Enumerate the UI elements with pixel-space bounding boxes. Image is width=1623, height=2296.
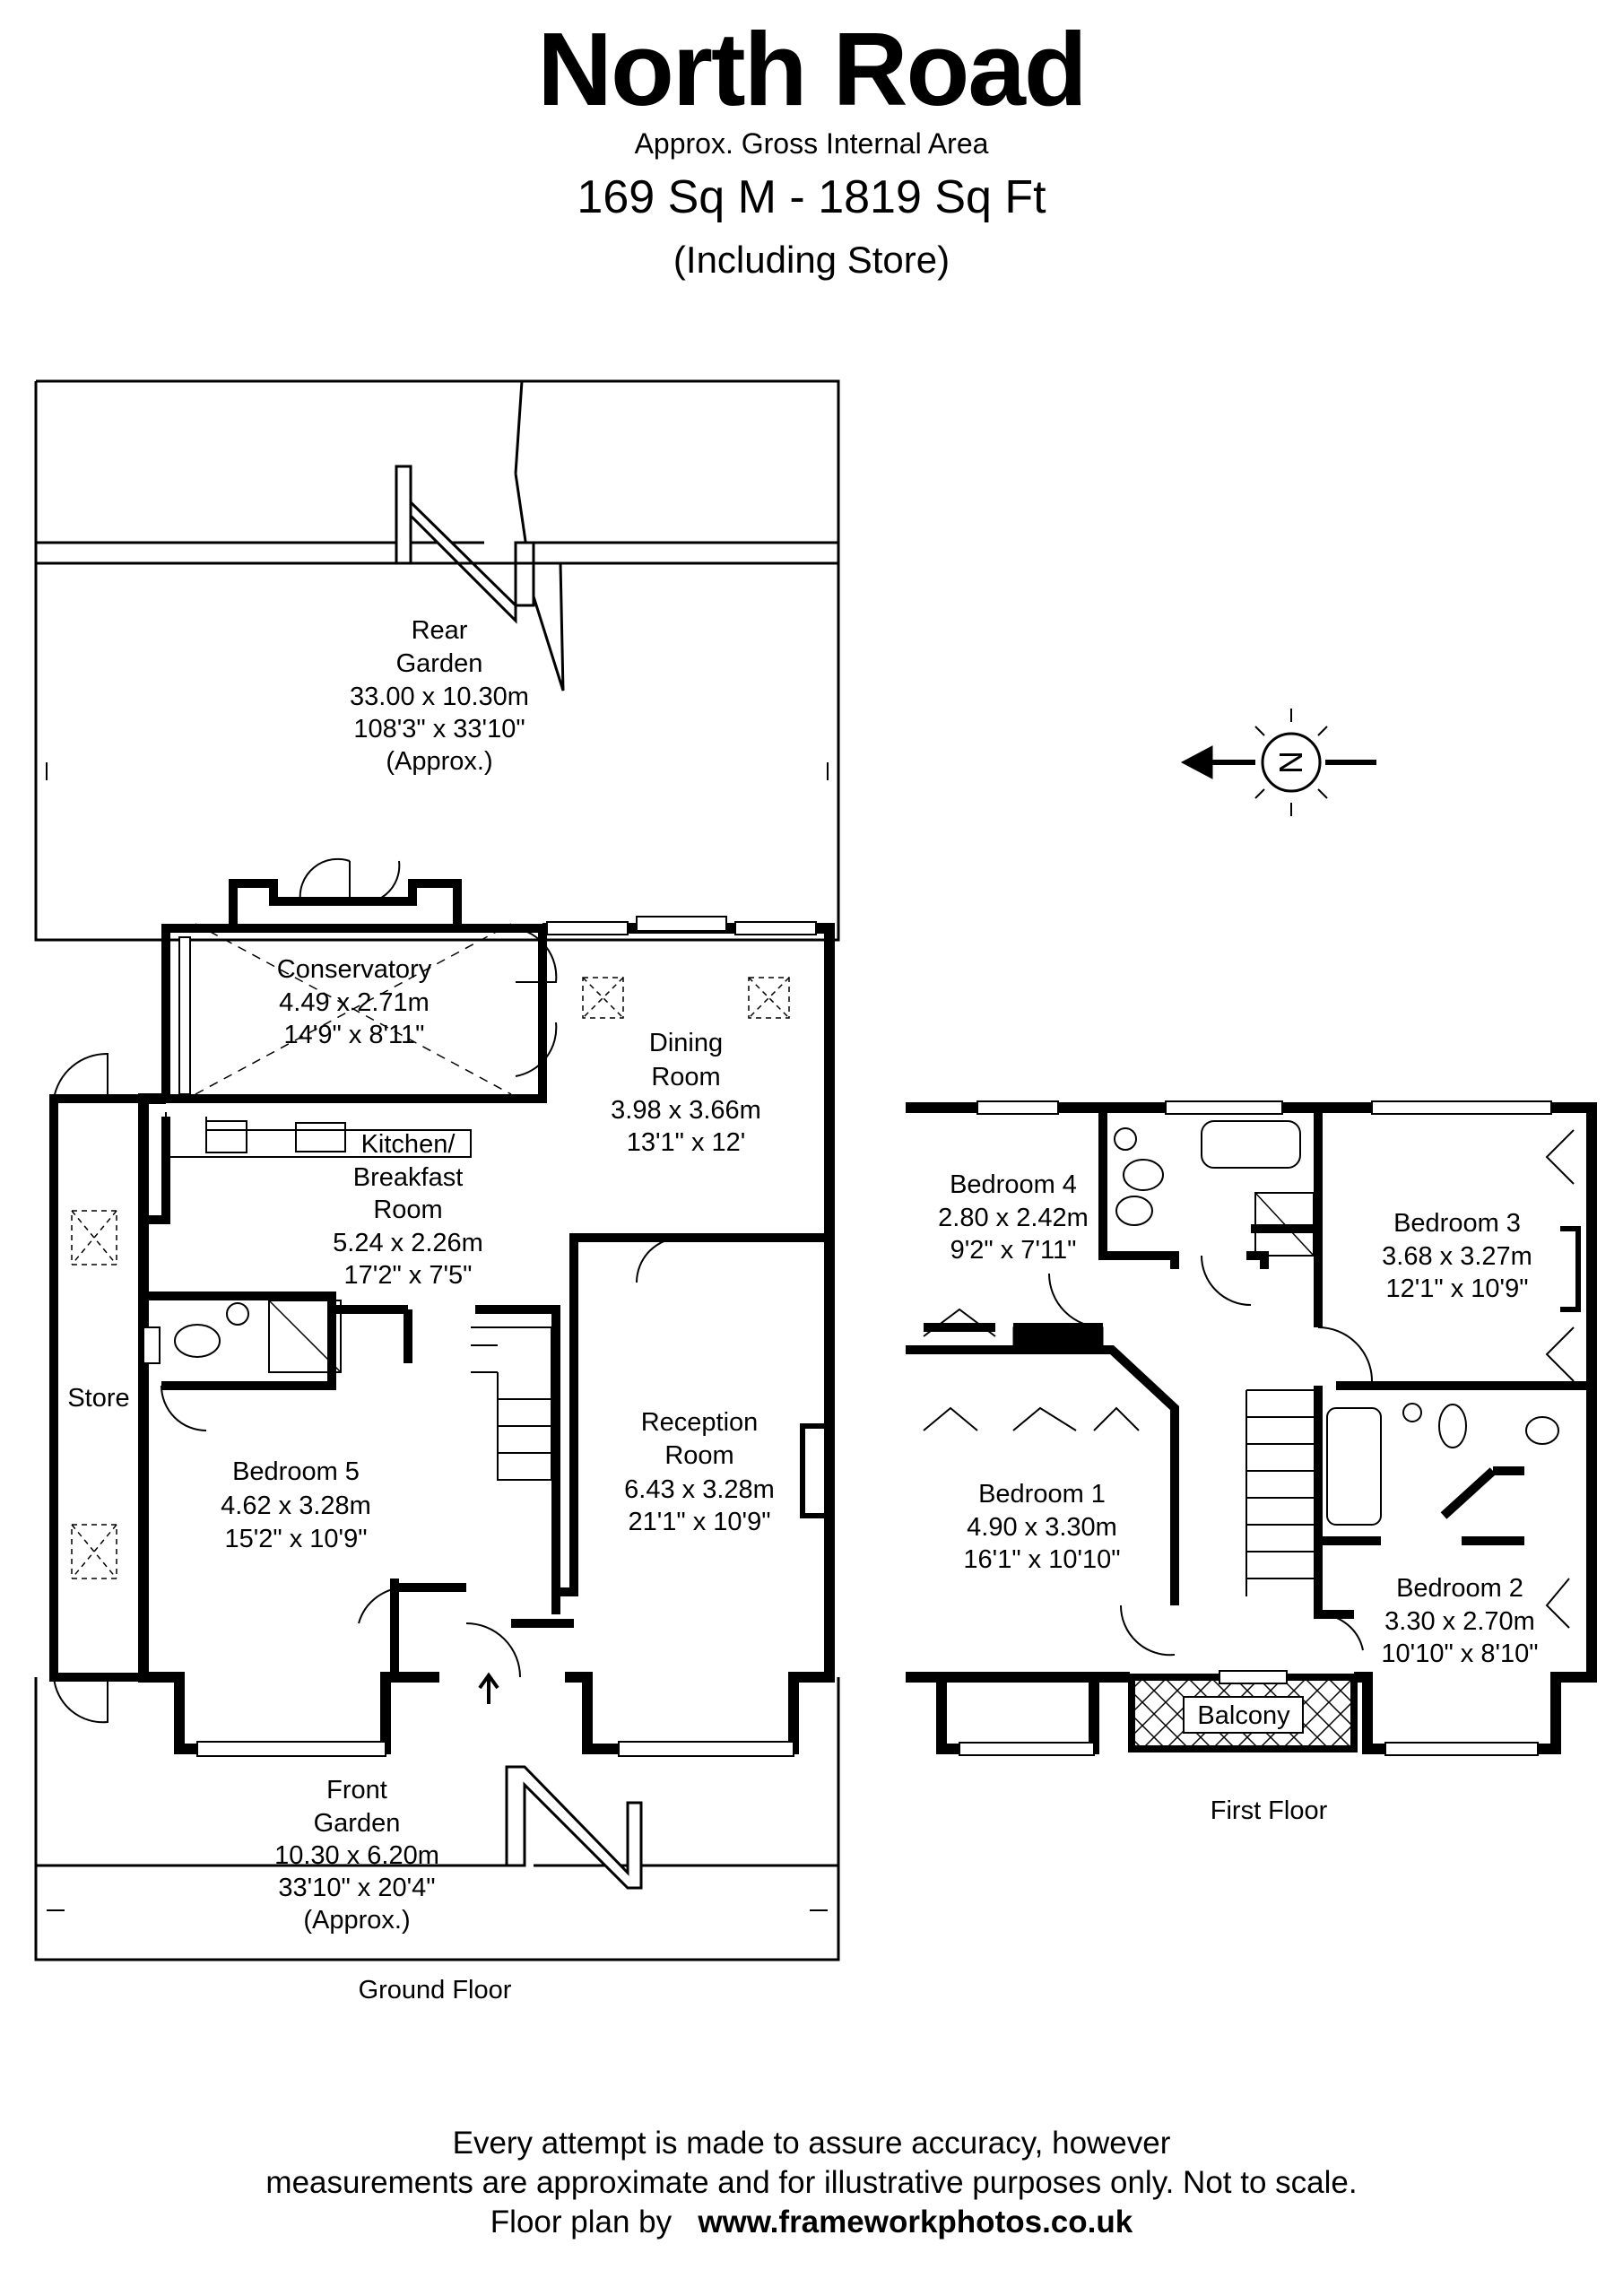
svg-text:Garden: Garden bbox=[314, 1809, 401, 1838]
website-link[interactable]: www.frameworkphotos.co.uk bbox=[698, 2205, 1133, 2239]
svg-text:(Approx.): (Approx.) bbox=[386, 747, 492, 776]
svg-text:21'1" x 10'9": 21'1" x 10'9" bbox=[628, 1508, 770, 1536]
svg-text:6.43 x 3.28m: 6.43 x 3.28m bbox=[624, 1475, 775, 1504]
area-note: (Including Store) bbox=[673, 239, 950, 281]
area-subtitle: Approx. Gross Internal Area bbox=[634, 127, 989, 160]
disclaimer-line-3: Floor plan by www.frameworkphotos.co.uk bbox=[0, 2203, 1623, 2242]
conservatory-label: Conservatory bbox=[277, 955, 432, 984]
svg-text:13'1" x 12': 13'1" x 12' bbox=[627, 1128, 746, 1157]
disclaimer: Every attempt is made to assure accuracy… bbox=[0, 2124, 1623, 2242]
dining-room-label: Dining bbox=[649, 1029, 723, 1057]
ground-floor-label: Ground Floor bbox=[359, 1976, 512, 2005]
svg-text:Room: Room bbox=[651, 1063, 720, 1091]
bedroom-5-label: Bedroom 5 bbox=[232, 1457, 360, 1486]
bedroom-2-label: Bedroom 2 bbox=[1396, 1574, 1523, 1603]
first-floor-stairs bbox=[1245, 1389, 1318, 1596]
rear-garden-label: Rear bbox=[412, 616, 468, 645]
house-outer-walls bbox=[138, 923, 835, 1754]
disclaimer-line-1: Every attempt is made to assure accuracy… bbox=[452, 2126, 1171, 2161]
credit-prefix: Floor plan by bbox=[490, 2205, 673, 2239]
svg-text:33'10" x 20'4": 33'10" x 20'4" bbox=[278, 1874, 435, 1902]
area-value: 169 Sq M - 1819 Sq Ft bbox=[577, 171, 1046, 223]
rear-garden-top-box bbox=[34, 379, 840, 544]
reception-room-label: Reception bbox=[641, 1408, 759, 1437]
interior-walls bbox=[143, 1076, 829, 1677]
svg-text:108'3" x 33'10": 108'3" x 33'10" bbox=[353, 715, 525, 744]
first-floor-label: First Floor bbox=[1211, 1796, 1328, 1825]
svg-text:2.80 x 2.42m: 2.80 x 2.42m bbox=[938, 1204, 1089, 1232]
svg-text:10.30 x 6.20m: 10.30 x 6.20m bbox=[274, 1841, 439, 1870]
store-walls bbox=[49, 1094, 148, 1682]
ground-stairs bbox=[471, 1326, 552, 1481]
front-garden-boundary bbox=[34, 1677, 840, 1961]
svg-text:Garden: Garden bbox=[396, 649, 483, 678]
ground-floor-plan bbox=[34, 379, 840, 1961]
svg-text:3.98 x 3.66m: 3.98 x 3.66m bbox=[611, 1096, 761, 1125]
svg-text:Room: Room bbox=[664, 1441, 733, 1470]
page-title: North Road bbox=[537, 11, 1088, 127]
first-floor-plan bbox=[906, 1100, 1597, 1756]
first-floor-labels: Bedroom 4 2.80 x 2.42m 9'2" x 7'11" Bedr… bbox=[938, 1170, 1538, 1825]
svg-text:Room: Room bbox=[373, 1196, 442, 1224]
store-label: Store bbox=[67, 1384, 129, 1413]
svg-text:(Approx.): (Approx.) bbox=[303, 1906, 410, 1935]
svg-text:4.62 x 3.28m: 4.62 x 3.28m bbox=[221, 1492, 371, 1520]
svg-text:9'2" x 7'11": 9'2" x 7'11" bbox=[950, 1236, 1077, 1265]
svg-text:Breakfast: Breakfast bbox=[353, 1163, 464, 1192]
balcony-label: Balcony bbox=[1197, 1701, 1290, 1730]
svg-text:5.24 x 2.26m: 5.24 x 2.26m bbox=[333, 1229, 483, 1257]
disclaimer-line-2: measurements are approximate and for ill… bbox=[265, 2165, 1358, 2200]
front-garden-break bbox=[505, 1765, 643, 1890]
svg-text:16'1" x 10'10": 16'1" x 10'10" bbox=[963, 1545, 1120, 1574]
front-garden-label: Front bbox=[326, 1776, 387, 1805]
compass-icon: N bbox=[1180, 709, 1376, 816]
first-floor-outer-walls bbox=[906, 1102, 1597, 1754]
svg-text:12'1" x 10'9": 12'1" x 10'9" bbox=[1385, 1274, 1528, 1303]
svg-text:14'9" x 8'11": 14'9" x 8'11" bbox=[284, 1021, 425, 1049]
kitchen-label: Kitchen/ bbox=[361, 1130, 456, 1159]
bedroom-4-label: Bedroom 4 bbox=[950, 1170, 1077, 1199]
bedroom-1-label: Bedroom 1 bbox=[978, 1480, 1106, 1509]
compass-letter: N bbox=[1272, 751, 1309, 774]
svg-text:10'10" x 8'10": 10'10" x 8'10" bbox=[1381, 1639, 1538, 1668]
svg-text:4.90 x 3.30m: 4.90 x 3.30m bbox=[967, 1513, 1117, 1542]
svg-text:3.30 x 2.70m: 3.30 x 2.70m bbox=[1384, 1607, 1535, 1636]
svg-text:17'2" x 7'5": 17'2" x 7'5" bbox=[344, 1261, 473, 1290]
svg-text:3.68 x 3.27m: 3.68 x 3.27m bbox=[1382, 1242, 1532, 1271]
svg-text:4.49 x 2.71m: 4.49 x 2.71m bbox=[279, 988, 430, 1017]
svg-text:33.00 x 10.30m: 33.00 x 10.30m bbox=[350, 683, 529, 711]
bedroom-3-label: Bedroom 3 bbox=[1393, 1209, 1521, 1238]
svg-text:15'2" x 10'9": 15'2" x 10'9" bbox=[224, 1525, 367, 1553]
ground-floor-labels: Rear Garden 33.00 x 10.30m 108'3" x 33'1… bbox=[67, 616, 774, 2005]
